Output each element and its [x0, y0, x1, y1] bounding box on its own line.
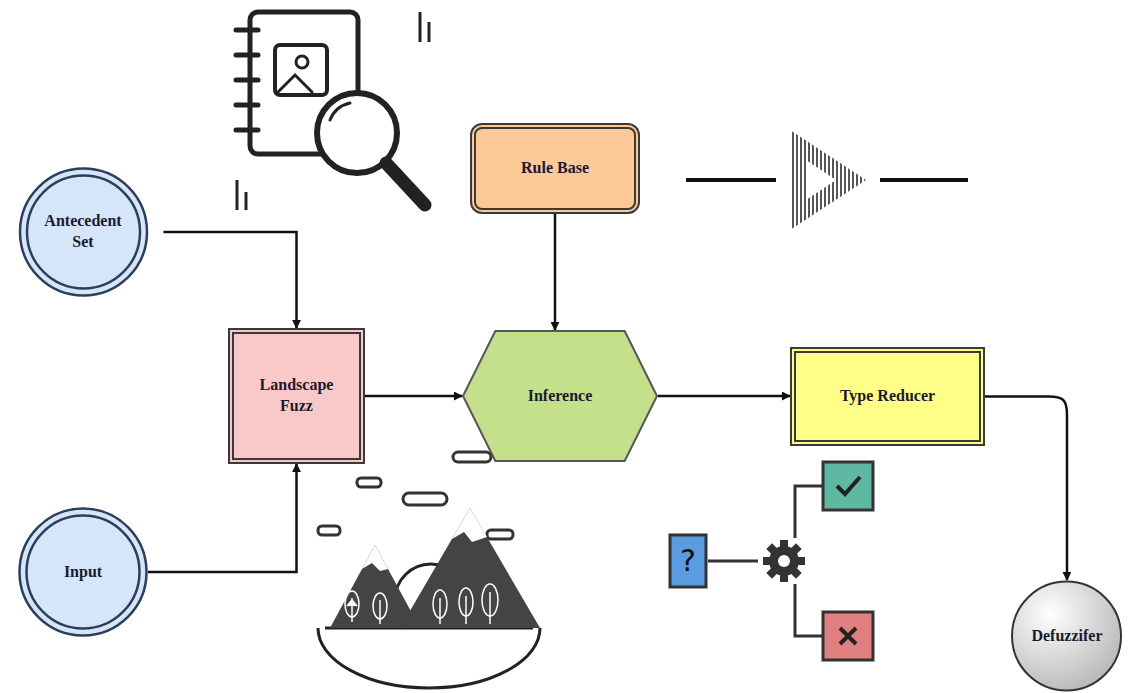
inference-hexagon: Inference [462, 330, 658, 462]
node-label: Input [64, 562, 102, 583]
flow-arrow [148, 464, 297, 572]
decision-icon [670, 462, 873, 660]
tick-marks [237, 12, 429, 210]
input-circle: Input [18, 507, 148, 637]
flow-arrow [658, 395, 790, 398]
antecedent-circle: Antecedent Set [3, 167, 164, 297]
question-mark: ? [670, 535, 706, 587]
node-label: Antecedent Set [33, 211, 133, 253]
output-circle: Defuzzifer [1007, 580, 1126, 692]
process-box: Landscape Fuzz [228, 328, 365, 464]
node-label: Landscape Fuzz [247, 375, 347, 417]
flow-arrow [985, 397, 1067, 581]
node-label: Inference [528, 386, 593, 407]
node-label: Rule Base [521, 158, 589, 179]
rule-box: Rule Base [470, 123, 640, 214]
flow-arrow [554, 214, 557, 330]
buffer-symbol [686, 130, 968, 230]
mountain-illustration [318, 452, 540, 688]
node-outline [3, 167, 164, 297]
flow-arrow [365, 395, 462, 398]
node-label: Type Reducer [840, 386, 935, 407]
process-box: Type Reducer [790, 347, 985, 446]
flow-arrow [164, 232, 297, 328]
node-label: Defuzzifer [1031, 626, 1102, 647]
notebook-icon [236, 12, 425, 205]
